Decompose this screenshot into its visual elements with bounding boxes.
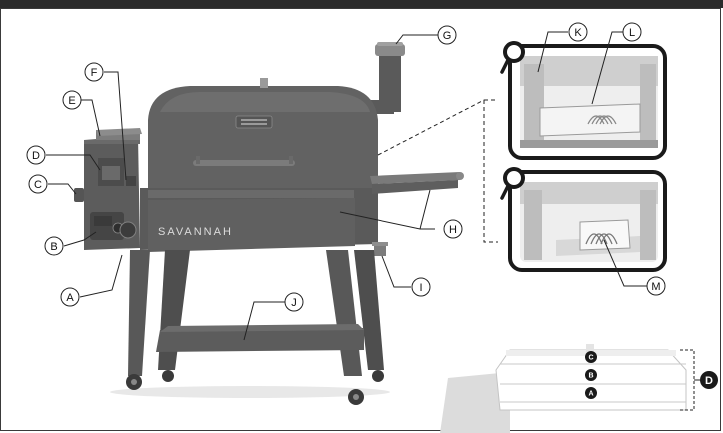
callout-letter: C: [34, 179, 42, 191]
callout-letter: D: [32, 150, 40, 162]
callout-j: J: [284, 292, 304, 312]
callout-l: L: [622, 22, 642, 42]
callout-circle: [44, 236, 64, 256]
grill-legs: [126, 250, 384, 405]
top-bar: [0, 0, 723, 8]
callout-letter: J: [291, 297, 297, 309]
rack-detail: [440, 344, 700, 433]
callout-letter: K: [574, 27, 582, 39]
grill-body: SAVANNAH: [119, 188, 378, 252]
callout-circle: [437, 25, 457, 45]
callout-letter: I: [419, 282, 422, 294]
callout-letter: F: [91, 67, 98, 79]
callout-circle: [62, 90, 82, 110]
leader-lines: [46, 34, 498, 341]
rack-badge-a: A: [585, 387, 597, 399]
inset-lower: [500, 167, 667, 287]
callout-letter: B: [50, 241, 57, 253]
callout-circle: [26, 145, 46, 165]
callout-circle: [622, 22, 642, 42]
diagram-frame: [0, 8, 721, 431]
callout-e: E: [62, 90, 82, 110]
rack-badge-letter: A: [588, 391, 593, 398]
grill-illustration: SAVANNAH: [74, 42, 464, 405]
magnifier-icon: [500, 41, 525, 74]
grill-lid: [148, 78, 378, 188]
callout-f: F: [84, 62, 104, 82]
callout-letter: L: [629, 27, 635, 39]
callout-h: H: [443, 219, 463, 239]
callout-g: G: [437, 25, 457, 45]
callout-k: K: [568, 22, 588, 42]
rack-group-letter: D: [705, 375, 713, 387]
pellet-hopper: [74, 128, 142, 250]
magnifier-icon: [500, 167, 525, 200]
callout-letter: M: [651, 281, 660, 293]
callout-d: D: [26, 145, 46, 165]
rack-badge-letter: C: [588, 355, 593, 362]
rack-badge-b: B: [585, 369, 597, 381]
callout-circle: [28, 174, 48, 194]
inset-upper: [500, 31, 667, 160]
callout-i: I: [411, 277, 431, 297]
callout-b: B: [44, 236, 64, 256]
callout-circle: [568, 22, 588, 42]
callout-circle: [84, 62, 104, 82]
side-shelf: [370, 172, 464, 256]
callout-circle: [411, 277, 431, 297]
brand-label: SAVANNAH: [158, 226, 233, 238]
rack-group-badge: D: [700, 371, 718, 389]
callout-letter: H: [449, 224, 457, 236]
callout-a: A: [60, 287, 80, 307]
callout-m: M: [646, 276, 666, 296]
callout-circle: [646, 276, 666, 296]
callout-circle: [60, 287, 80, 307]
callout-letter: A: [66, 292, 74, 304]
callout-letter: G: [443, 30, 452, 42]
callout-circle: [284, 292, 304, 312]
callout-c: C: [28, 174, 48, 194]
rack-badge-letter: B: [588, 373, 593, 380]
callout-circle: [443, 219, 463, 239]
rack-badge-c: C: [585, 351, 597, 363]
chimney: [370, 42, 405, 114]
callout-letter: E: [68, 95, 75, 107]
